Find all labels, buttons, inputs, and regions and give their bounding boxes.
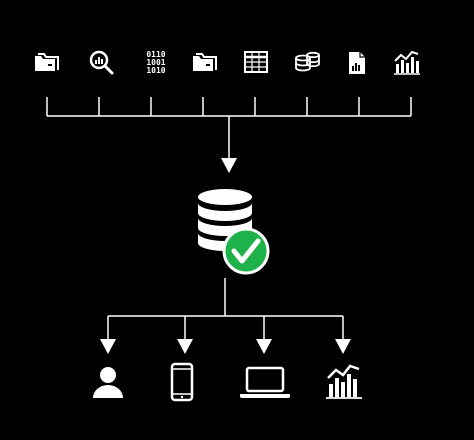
folders-icon-2 [193,53,217,71]
arrow-down-to-user [100,339,116,354]
spreadsheet-icon [244,51,268,73]
document-chart-icon [349,52,365,74]
target-connector [107,278,344,340]
binary-line-1: 0110 [146,50,165,59]
check-badge-icon [222,227,270,275]
search-analytics-icon [89,50,114,75]
arrow-down-to-chart [335,339,351,354]
user-icon [93,367,123,398]
folders-icon [35,53,59,71]
laptop-icon [240,366,290,398]
arrow-down-to-phone [177,339,193,354]
analytics-chart-icon [326,364,362,399]
stacked-database-icon [295,51,320,72]
arrow-down-to-laptop [256,339,272,354]
arrow-down-to-database [221,158,237,173]
source-connector [46,97,412,160]
smartphone-icon [170,362,194,402]
binary-data-icon: 0110 1001 1010 [146,50,165,75]
binary-line-3: 1010 [146,66,165,75]
binary-line-2: 1001 [146,58,165,67]
bar-chart-icon [394,50,420,75]
